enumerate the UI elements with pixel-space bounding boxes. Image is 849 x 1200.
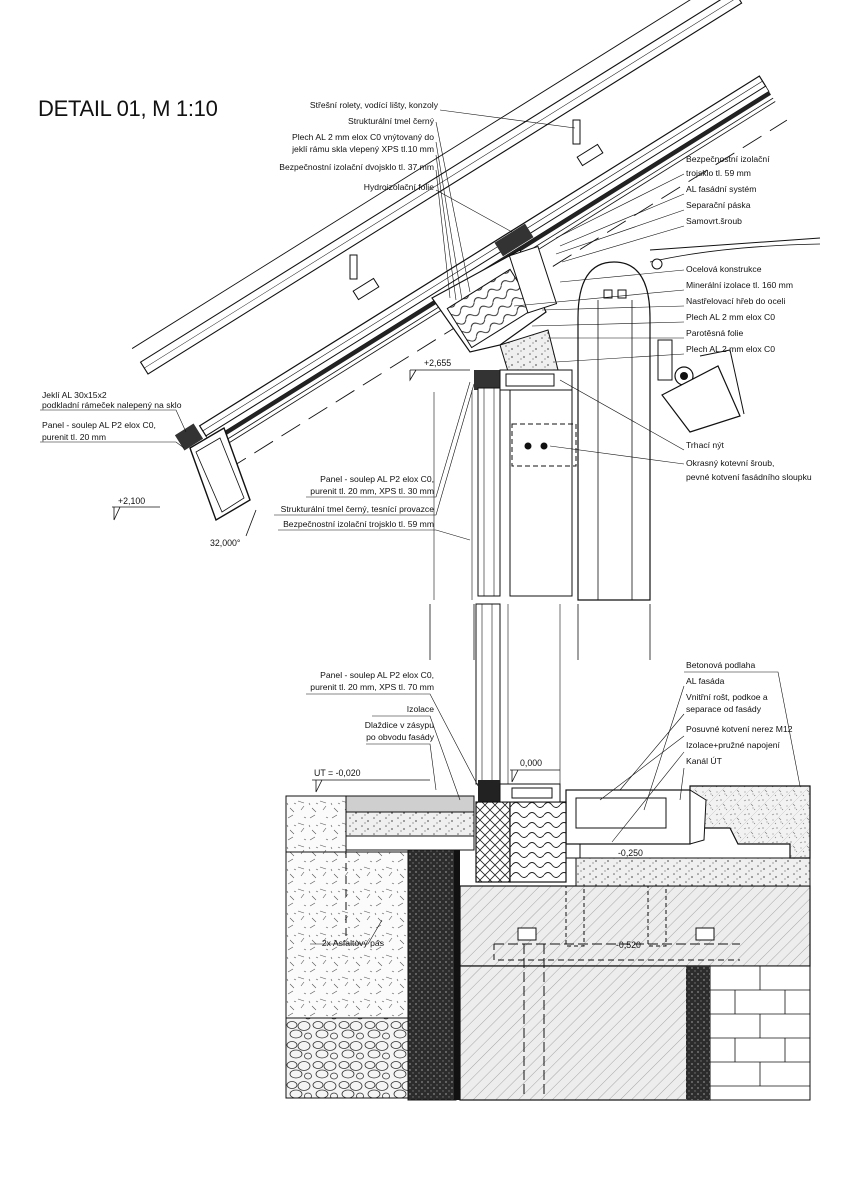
label-mid-panel-b: purenit tl. 20 mm, XPS tl. 30 mm xyxy=(310,486,434,496)
level-top: +2,655 xyxy=(424,358,451,368)
left-labels: Jeklí AL 30x15x2 podkladní rámeček nalep… xyxy=(42,390,182,442)
label-separation-tape: Separační páska xyxy=(686,200,751,210)
perimeter-tile xyxy=(345,835,475,851)
label-tiles-a: Dlaždice v zásypu xyxy=(365,720,434,730)
concrete-floor xyxy=(689,785,811,859)
level-minus-520: -0,520 xyxy=(616,940,641,950)
label-vapour-foil: Parotěsná folie xyxy=(686,328,744,338)
ground-soil xyxy=(285,851,409,1021)
label-panel-b: purenit tl. 20 mm xyxy=(42,432,106,442)
eave-frame xyxy=(174,423,251,522)
foundation-lower xyxy=(459,965,711,1101)
level-angle: 32,000° xyxy=(210,538,240,548)
label-panel-a: Panel - soulep AL P2 elox C0, xyxy=(42,420,156,430)
blind-console-upper xyxy=(572,119,604,167)
floor-slab-left xyxy=(565,843,581,859)
insulation-strip-inner xyxy=(686,966,710,1100)
blind-console-lower xyxy=(349,254,380,301)
roof-labels: Střešní rolety, vodící lišty, konzoly St… xyxy=(279,100,438,192)
level-minus-250: -0,250 xyxy=(618,848,643,858)
label-sliding-anchor: Posuvné kotvení nerez M12 xyxy=(686,724,793,734)
roof-blind-rail xyxy=(131,0,743,375)
label-jekl-b: podkladní rámeček nalepený na sklo xyxy=(42,400,182,410)
label-heating-channel: Kanál ÚT xyxy=(686,756,723,766)
label-anchor-screw-a: Okrasný kotevní šroub, xyxy=(686,458,774,468)
facade-base-box xyxy=(475,783,567,883)
level-marker-zero xyxy=(510,769,560,783)
anchor-bolts xyxy=(493,885,740,1098)
label-jekl-a: Jeklí AL 30x15x2 xyxy=(42,390,107,400)
perimeter-insulation xyxy=(407,849,457,1101)
level-zero: 0,000 xyxy=(520,758,542,768)
level-marker-top xyxy=(409,369,470,382)
angle-marker xyxy=(245,509,257,537)
label-al-facade-system: AL fasádní systém xyxy=(686,184,756,194)
label-mineral-insulation: Minerální izolace tl. 160 mm xyxy=(686,280,793,290)
label-self-drilling-screw: Samovrt.šroub xyxy=(686,216,742,226)
label-structural-sealant: Strukturální tmel černý xyxy=(348,116,435,126)
label-base-panel-b: purenit tl. 20 mm, XPS tl. 70 mm xyxy=(310,682,434,692)
label-triple-glazing-a: Bezpečnostní izolační xyxy=(686,154,770,164)
drawing-title: DETAIL 01, M 1:10 xyxy=(38,96,218,121)
facade-mullion-upper xyxy=(433,369,577,600)
steel-column xyxy=(577,237,821,601)
label-roof-blinds: Střešní rolety, vodící lišty, konzoly xyxy=(310,100,439,110)
label-inner-grid-a: Vnitřní rošt, podkoe a xyxy=(686,692,768,702)
subfloor-bed xyxy=(575,857,811,887)
break-lines xyxy=(429,604,651,660)
label-waterproof-foil: Hydroizolační folie xyxy=(364,182,434,192)
ridge-node xyxy=(431,223,559,379)
level-labels: +2,655 +2,100 32,000° UT = -0,020 0,000 … xyxy=(118,358,643,950)
lower-right-labels: Betonová podlaha AL fasáda Vnitřní rošt,… xyxy=(686,660,793,766)
label-mid-sealant: Strukturální tmel černý, tesnící provazc… xyxy=(281,504,435,514)
asphalt-membrane xyxy=(454,850,460,1100)
label-steel-structure: Ocelová konstrukce xyxy=(686,264,762,274)
label-triple-glazing-b: trojsklo tl. 59 mm xyxy=(686,168,751,178)
label-mid-triple-glazing: Bezpečnostní izolační trojsklo tl. 59 mm xyxy=(283,519,434,529)
label-insulation: Izolace xyxy=(407,704,434,714)
level-marker-ut xyxy=(312,779,430,793)
mid-labels: Panel - soulep AL P2 elox C0, purenit tl… xyxy=(281,474,435,529)
brick-courses xyxy=(710,966,810,1087)
label-double-glazing: Bezpečnostní izolační dvojsklo tl. 37 mm xyxy=(279,162,434,172)
label-al-sheet-2: Plech AL 2 mm elox C0 xyxy=(686,344,775,354)
label-base-panel-a: Panel - soulep AL P2 elox C0, xyxy=(320,670,434,680)
rain-gutter xyxy=(657,339,745,433)
paving-tile xyxy=(345,795,475,813)
label-asphalt: 2x Asfaltový pás xyxy=(322,938,384,948)
label-flexible-joint: Izolace+pružné napojení xyxy=(686,740,780,750)
label-rivet: Trhací nýt xyxy=(686,440,724,450)
paving-bed xyxy=(345,811,475,837)
leader-lines xyxy=(40,109,801,945)
label-inner-grid-b: separace od fasády xyxy=(686,704,762,714)
level-marker-mid xyxy=(112,506,160,521)
foundation-wall xyxy=(459,885,811,967)
right-labels: Bezpečnostní izolační trojsklo tl. 59 mm… xyxy=(686,154,812,482)
ground-stones xyxy=(285,1017,409,1099)
label-al-facade: AL fasáda xyxy=(686,676,725,686)
label-al-sheet-riveted-b: jeklí rámu skla vlepený XPS tl.10 mm xyxy=(291,144,434,154)
label-al-sheet-1: Plech AL 2 mm elox C0 xyxy=(686,312,775,322)
heating-channel xyxy=(565,789,707,845)
label-mid-panel-a: Panel - soulep AL P2 elox C0, xyxy=(320,474,434,484)
ground-surface xyxy=(285,795,347,853)
lower-left-labels: Panel - soulep AL P2 elox C0, purenit tl… xyxy=(310,670,434,948)
level-mid: +2,100 xyxy=(118,496,145,506)
label-anchor-screw-b: pevné kotvení fasádního sloupku xyxy=(686,472,812,482)
label-al-sheet-riveted-a: Plech AL 2 mm elox C0 vnýtovaný do xyxy=(292,132,434,142)
label-nail: Nastřelovací hřeb do oceli xyxy=(686,296,785,306)
label-tiles-b: po obvodu fasády xyxy=(366,732,435,742)
facade-mullion-lower xyxy=(475,603,561,802)
level-ut: UT = -0,020 xyxy=(314,768,361,778)
label-concrete-floor: Betonová podlaha xyxy=(686,660,756,670)
